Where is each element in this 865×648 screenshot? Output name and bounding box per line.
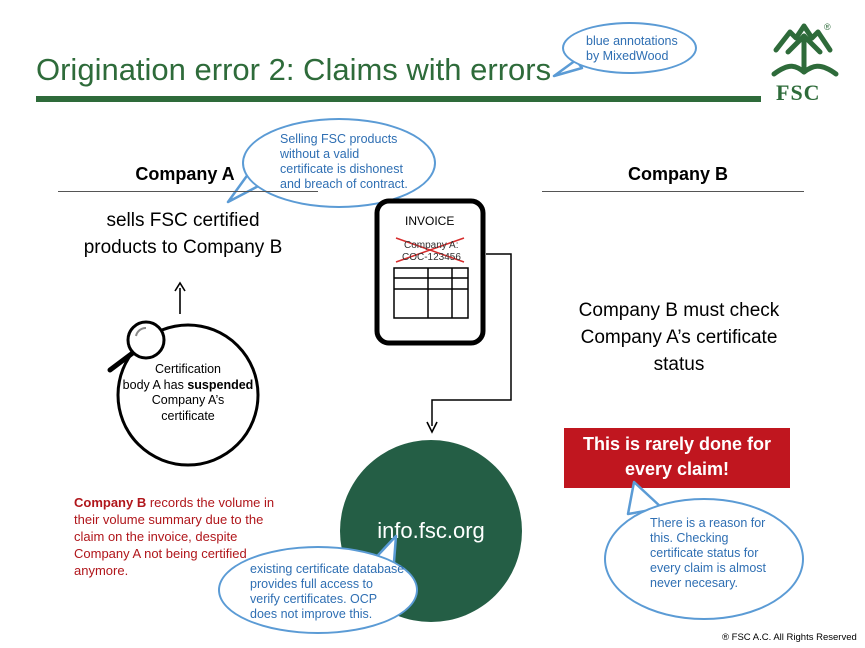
up-arrow [170,280,190,316]
certification-body-circle [108,315,268,475]
cert-suspended: suspended [187,377,254,392]
certification-text: Certification body A has suspended Compa… [100,362,276,424]
cert-line: Company A’s [151,393,225,407]
records-text: Company B records the volume in their vo… [74,494,294,579]
records-line: claim on the invoice, despite [74,529,238,544]
page-title: Origination error 2: Claims with errors [36,52,552,87]
title-divider [36,96,761,102]
database-line: verify certificates. OCP [250,592,378,606]
invoice-connector-arrow [426,250,516,440]
selling-line: Selling FSC products [280,132,398,146]
records-line: Company A not being certified [74,546,247,561]
cert-line: Certification [155,362,221,376]
reason-line: There is a reason for [650,516,766,530]
company-a-heading: Company A [135,164,235,184]
records-line: anymore. [74,563,129,578]
must-check-line: Company B must check [578,300,780,321]
records-line: their volume summary due to the [74,512,264,527]
invoice-document: INVOICE Company A: COC-123456 [372,196,488,348]
rarely-line: every claim! [624,459,730,479]
fsc-registered-mark: ® [824,22,831,32]
fsc-tree-icon [771,23,839,77]
cert-line: body A has suspended [100,378,276,394]
company-a-rule [58,191,318,192]
database-line: existing certificate database [250,562,405,576]
selling-line: certificate is dishonest [280,162,403,176]
rarely-line: This is rarely done for [582,434,772,454]
copyright-footnote: ® FSC A.C. All Rights Reserved [722,632,857,643]
records-line: Company B records the volume in [74,494,294,511]
reason-line: this. Checking [650,531,729,545]
records-rest: records the volume in [146,495,275,510]
records-lead: Company B [74,495,147,510]
cert-line-pre: body A has [122,377,188,392]
selling-line: and breach of contract. [280,177,408,191]
company-b-heading: Company B [627,164,728,184]
must-check-line: Company A’s certificate [580,327,778,348]
cert-line: certificate [161,408,215,423]
company-b-rule [542,191,804,192]
fsc-logo-text: FSC [776,80,821,105]
database-line: does not improve this. [250,607,373,621]
reason-line: certificate status for [650,546,759,560]
magnifier-icon [100,318,180,378]
annotation-bubble: blue annotations by MixedWood [562,22,697,74]
rarely-done-banner: This is rarely done for every claim! [564,428,790,488]
sells-line: products to Company B [83,237,283,258]
fsc-logo: ® FSC [766,22,846,106]
database-line: provides full access to [250,577,373,591]
annotation-line: by MixedWood [586,49,669,63]
invoice-crossed-line: Company A: [404,240,459,251]
database-bubble: existing certificate database provides f… [218,546,418,634]
sells-line: sells FSC certified [106,210,260,231]
selling-bubble: Selling FSC products without a valid cer… [242,118,436,208]
reason-line: every claim is almost [650,561,766,575]
reason-line: never necesary. [650,576,739,590]
invoice-label: INVOICE [405,214,455,228]
invoice-crossed-line: COC-123456 [402,252,461,263]
reason-bubble: There is a reason for this. Checking cer… [604,498,804,620]
annotation-line: blue annotations [586,34,678,48]
must-check-line: status [653,354,705,375]
company-a-sells-text: sells FSC certified products to Company … [60,207,306,261]
selling-line: without a valid [280,147,360,161]
company-b-must-check-text: Company B must check Company A’s certifi… [550,297,808,378]
